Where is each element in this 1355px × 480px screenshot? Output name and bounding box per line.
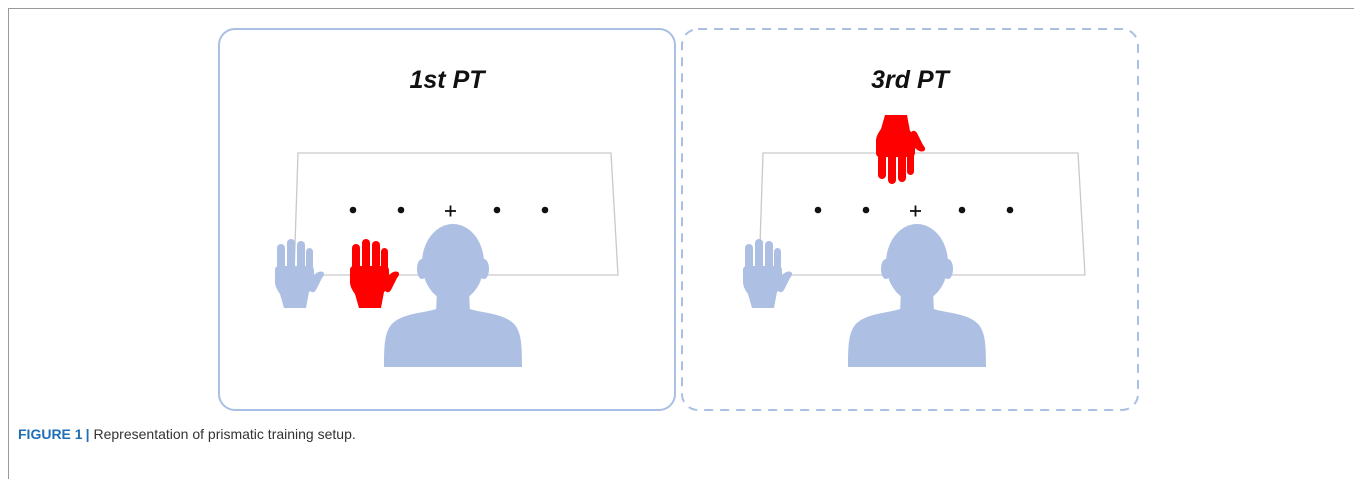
figure-caption-text: Representation of prismatic training set… xyxy=(93,426,356,442)
figure-caption: FIGURE 1|Representation of prismatic tra… xyxy=(18,426,356,442)
red-hand-icon xyxy=(350,239,400,308)
figure-diagram: 1st PT 3rd PT xyxy=(218,28,1139,411)
person-icon xyxy=(848,224,986,367)
target-dot xyxy=(1006,206,1014,214)
blue-hand-icon xyxy=(743,239,793,308)
figure-frame xyxy=(8,8,1354,479)
target-dot xyxy=(862,206,870,214)
panel-1-title: 1st PT xyxy=(409,66,487,94)
panel-2-screen xyxy=(758,152,1086,276)
panel-1st-pt: 1st PT xyxy=(218,28,676,411)
target-dot xyxy=(349,206,357,214)
panel-1-screen xyxy=(293,152,619,276)
target-dot xyxy=(397,206,405,214)
panel-3rd-pt: 3rd PT xyxy=(681,28,1139,411)
person-icon xyxy=(384,224,522,367)
target-dot xyxy=(814,206,822,214)
fixation-cross xyxy=(910,205,921,217)
panel-2-border xyxy=(681,28,1139,411)
figure-label: FIGURE 1 xyxy=(18,426,83,442)
target-dot xyxy=(958,206,966,214)
panel-2-title: 3rd PT xyxy=(871,66,952,94)
target-dot xyxy=(493,206,501,214)
panel-2-targets xyxy=(814,205,1014,217)
figure-separator: | xyxy=(85,426,90,442)
fixation-cross xyxy=(445,205,456,217)
panel-1-border xyxy=(218,28,676,411)
blue-hand-icon xyxy=(275,239,325,308)
panel-1-targets xyxy=(349,205,549,217)
target-dot xyxy=(541,206,549,214)
red-hand-icon xyxy=(876,115,926,184)
